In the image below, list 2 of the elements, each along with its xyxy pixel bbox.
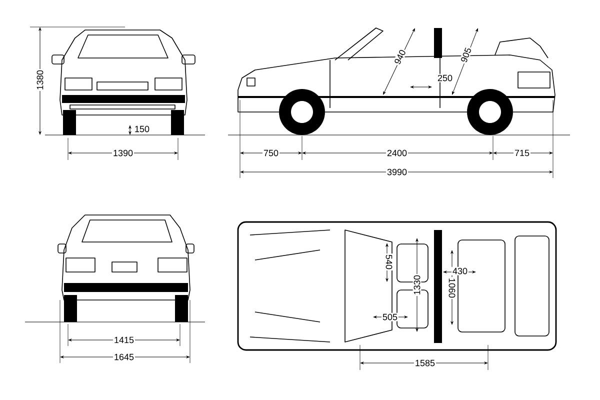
dimension-label: 940 — [392, 48, 408, 66]
dimension-label: 905 — [459, 46, 473, 64]
